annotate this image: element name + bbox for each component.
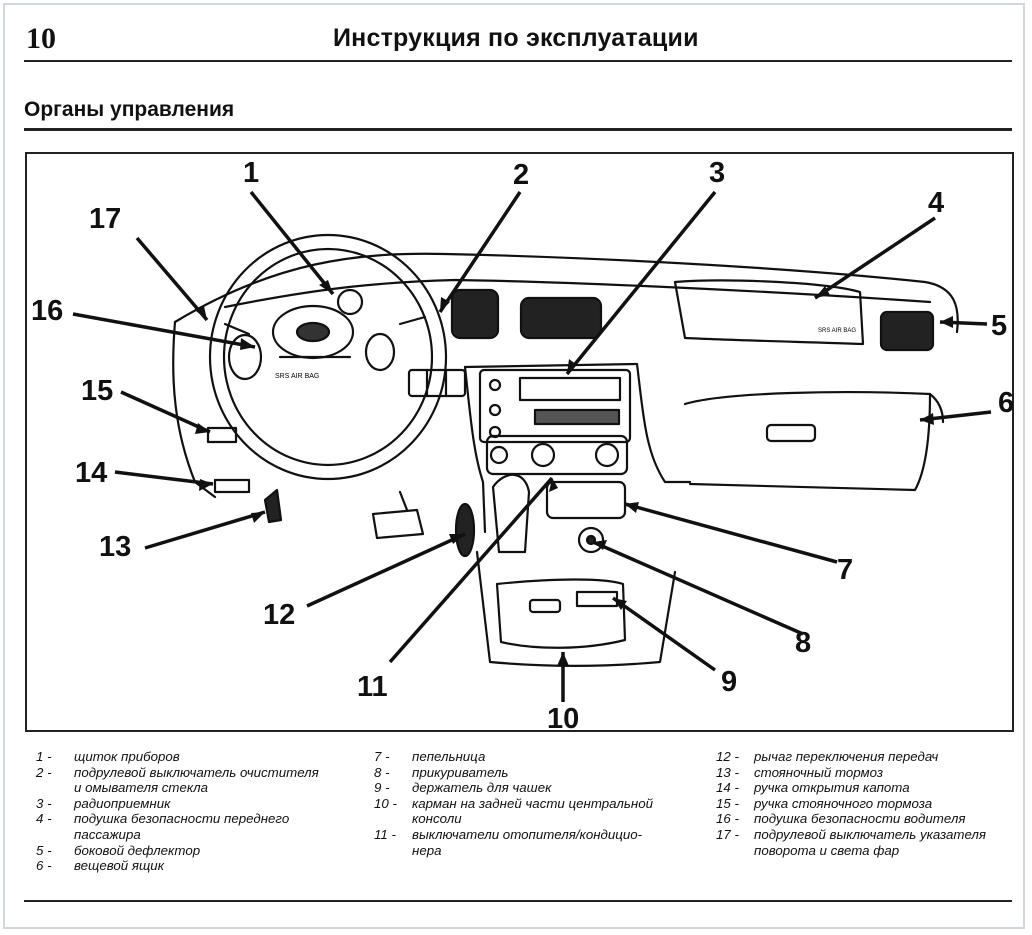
legend-item: 11 -выключатели отопителя/кондицио- [374,826,643,842]
section-rule [24,128,1012,131]
section-title: Органы управления [24,98,235,121]
legend-item: 12 -рычаг переключения передач [716,749,939,764]
dashboard-figure: SRS AIR BAG SRS AIR BAG [25,152,1014,732]
header-rule [24,60,1012,62]
figure-frame [25,152,1014,732]
callout-14: 14 [75,457,107,489]
callout-7: 7 [837,554,853,586]
legend-column-2: 7 -пепельница 8 -прикуриватель 9 -держат… [374,749,653,858]
callout-13: 13 [99,531,131,563]
dashboard-drawing [172,233,959,667]
callout-15: 15 [81,375,113,407]
page-border [3,3,1025,929]
airbag-driver-text: SRS AIR BAG [275,373,319,380]
legend-item: нера [412,842,442,858]
callout-12: 12 [263,599,295,631]
legend-item: 4 -подушка безопасности переднего [36,811,290,827]
callout-16: 16 [31,295,63,327]
legend-item: 3 -радиоприемник [36,795,171,811]
side-deflector-shape [879,310,935,352]
callout-3: 3 [709,157,725,189]
footer-rule [24,900,1012,902]
page-number: 10 [26,22,56,55]
legend-item: 16 -подушка безопасности водителя [716,811,966,827]
legend-item: пассажира [74,826,141,842]
legend-item: 5 -боковой дефлектор [36,842,201,858]
callout-8: 8 [795,627,811,659]
legend-item: 7 -пепельница [374,749,486,764]
callout-4: 4 [928,187,944,219]
legend-item: 1 -щиток приборов [36,749,180,764]
callout-6: 6 [998,387,1014,419]
legend-item: 13 -стояночный тормоз [716,764,884,780]
glovebox-handle [765,423,817,443]
legend-item: консоли [412,811,462,827]
callout-9: 9 [721,666,737,698]
callout-10: 10 [547,703,579,732]
legend-item: 8 -прикуриватель [374,764,509,780]
callout-arrowheads [195,280,953,666]
legend-column-1: 1 -щиток приборов 2 -подрулевой выключат… [36,749,319,874]
callout-5: 5 [991,310,1007,342]
callout-leaders [72,190,992,702]
legend-item: 9 -держатель для чашек [374,780,552,796]
legend-item: поворота и света фар [754,842,900,858]
airbag-passenger-text: SRS AIR BAG [818,328,856,334]
callout-11: 11 [357,671,388,703]
callout-17: 17 [89,203,121,235]
legend-item: 17 -подрулевой выключатель указателя [716,826,987,842]
legend-item: и омывателя стекла [74,780,209,796]
legend-item: 6 -вещевой ящик [36,858,164,874]
header-title: Инструкция по эксплуатации [333,24,699,52]
legend-item: 14 -ручка открытия капота [716,780,910,796]
legend-item: 15 -ручка стояночного тормоза [716,795,933,811]
legend-item: 2 -подрулевой выключатель очистителя [36,764,319,780]
legend-column-3: 12 -рычаг переключения передач 13 -стоян… [716,749,986,858]
legend-item: 10 -карман на задней части центральной [374,795,653,811]
callout-1: 1 [243,157,259,189]
callout-2: 2 [513,159,529,191]
